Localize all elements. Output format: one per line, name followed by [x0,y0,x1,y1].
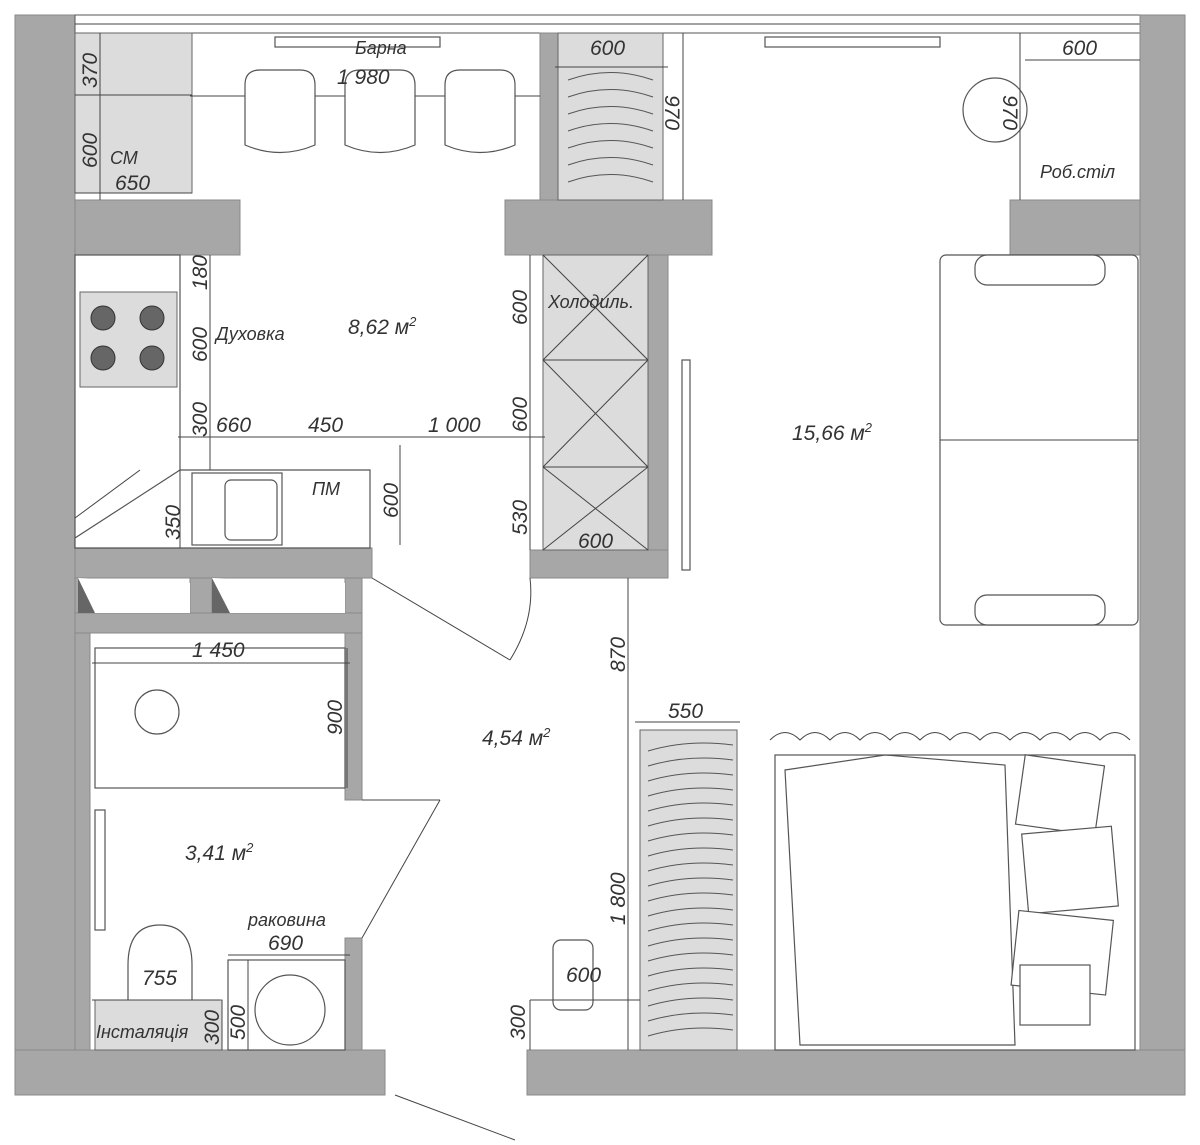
hall-wardrobe [639,729,738,1051]
hanger-icon [647,787,734,797]
bath-area: 3,41 м2 [185,840,254,865]
dim-600: 600 [590,37,625,60]
bar-chairs [244,69,1028,154]
hanger-icon [647,757,734,767]
walls [14,14,1186,1096]
dim-550: 550 [668,700,703,723]
dim-600: 600 [566,964,601,987]
dim-530: 530 [509,500,532,535]
label-sink: раковина [247,910,326,930]
label-dishwasher: ПМ [312,479,340,499]
label-oven: Духовка [214,324,285,344]
dim-300: 300 [507,1005,530,1040]
hanger-icon [647,817,734,827]
dim-970: 970 [660,95,683,130]
washer-cabinet [74,32,193,194]
hanger-icon [647,967,734,977]
hanger-icon [647,742,734,752]
dim-660: 660 [216,414,251,437]
towel-rail [94,809,106,931]
kitchen-area: 8,62 м2 [348,314,417,339]
sofa [939,254,1139,626]
living-area: 15,66 м2 [792,420,873,445]
dim-1800: 1 800 [607,872,630,925]
dim-600: 600 [578,530,613,553]
dim-970: 970 [998,95,1021,130]
label-washer: СМ [110,148,138,168]
hanger-icon [647,1012,734,1022]
hanger-icon [647,1027,734,1037]
dim-600: 600 [509,290,532,325]
dim-370: 370 [79,53,102,88]
hanger-icon [647,892,734,902]
dim-600: 600 [509,397,532,432]
dim-755: 755 [142,967,177,990]
label-bar: Барна [355,38,407,58]
dimensions: 370 600 650 1 980 600 970 600 970 180 60… [79,37,1097,1045]
label-desk: Роб.стіл [1040,162,1115,182]
dim-180: 180 [189,255,212,290]
shower [94,647,346,789]
dim-600: 600 [189,327,212,362]
hanger-icon [647,772,734,782]
hanger-icon [647,982,734,992]
cooktop [79,291,178,388]
tv [681,359,691,571]
hanger-icon [647,922,734,932]
label-installation: Інсталяція [96,1022,189,1042]
dim-870: 870 [607,637,630,672]
dim-1450: 1 450 [192,639,245,662]
dim-600: 600 [79,133,102,168]
dim-300: 300 [201,1010,224,1045]
hanger-icon [647,877,734,887]
hanger-icon [647,847,734,857]
hanger-icon [647,952,734,962]
dim-690: 690 [268,932,303,955]
dim-600: 600 [380,483,403,518]
toilet [127,924,193,1006]
dim-300: 300 [189,402,212,437]
fridge-column [542,254,649,551]
hanger-icon [647,802,734,812]
hanger-icon [647,937,734,947]
hanger-icon [647,907,734,917]
dim-350: 350 [162,505,185,540]
dim-600: 600 [1062,37,1097,60]
label-fridge: Холодиль. [547,292,634,312]
laundry-basket [552,939,594,1011]
dim-450: 450 [308,414,343,437]
wardrobe-top [557,32,664,201]
hanger-icon [647,997,734,1007]
hanger-icon [647,832,734,842]
dim-650: 650 [115,172,150,195]
dim-500: 500 [227,1005,250,1040]
bed [769,732,1136,1051]
dim-1000: 1 000 [428,414,481,437]
hall-area: 4,54 м2 [482,725,551,750]
dim-900: 900 [324,700,347,735]
hanger-icon [647,862,734,872]
dim-1980: 1 980 [337,66,390,89]
